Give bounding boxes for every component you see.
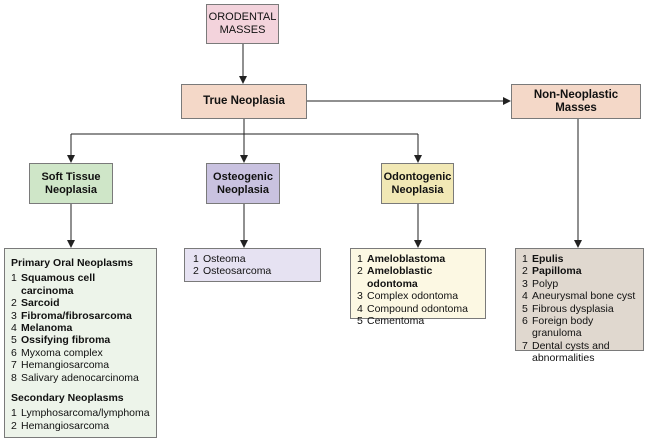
list-item-number: 5 bbox=[357, 315, 363, 328]
list-item-number: 7 bbox=[11, 359, 17, 372]
list-item-number: 2 bbox=[193, 265, 199, 278]
list-item-number: 4 bbox=[522, 290, 528, 303]
list-item-text: Epulis bbox=[532, 253, 564, 265]
node-true-neoplasia: True Neoplasia bbox=[181, 84, 307, 119]
node-orodental-masses: ORODENTAL MASSES bbox=[206, 4, 279, 44]
list-item: 4 Melanoma bbox=[11, 322, 150, 334]
list-item-text: Hemangiosarcoma bbox=[21, 359, 110, 372]
list-item-text: Polyp bbox=[532, 277, 559, 290]
list-item-number: 5 bbox=[11, 334, 17, 347]
list-item: 3 Polyp bbox=[522, 278, 637, 290]
list-item-number: 7 bbox=[522, 339, 528, 352]
list-item: 4 Compound odontoma bbox=[357, 303, 479, 315]
list-item-text: Squamous cell carcinoma bbox=[21, 272, 96, 297]
list-item-number: 1 bbox=[357, 253, 363, 265]
list-item: 1 Osteoma bbox=[193, 253, 312, 265]
node-osteogenic-neoplasia: Osteogenic Neoplasia bbox=[206, 163, 280, 204]
list-item-text: Osteoma bbox=[203, 253, 246, 265]
osteogenic-list: 1 Osteoma 2 Osteosarcoma bbox=[184, 248, 321, 282]
list-item-text: Cementoma bbox=[367, 315, 425, 328]
list-item-text: Osteosarcoma bbox=[203, 265, 272, 278]
list-item-number: 2 bbox=[357, 265, 363, 278]
node-true-neoplasia-label: True Neoplasia bbox=[203, 95, 285, 107]
list-item-text: Myxoma complex bbox=[21, 346, 103, 359]
list-item-text: Fibrous dysplasia bbox=[532, 302, 614, 315]
list-item: 3 Complex odontoma bbox=[357, 290, 479, 302]
list-item-text: Dental cysts and abnormalities bbox=[532, 339, 610, 365]
node-odontogenic-label: Odontogenic Neoplasia bbox=[383, 170, 452, 196]
list-item-number: 2 bbox=[522, 265, 528, 278]
primary-list: 1 Squamous cell carcinoma 2 Sarcoid 3 Fibroma… bbox=[11, 272, 150, 384]
list-item: 8 Salivary adenocarcinoma bbox=[11, 372, 150, 384]
list-item-number: 4 bbox=[357, 302, 363, 315]
list-item: 2 Sarcoid bbox=[11, 297, 150, 309]
secondary-list: 1 Lymphosarcoma/lymphoma 2 Hemangiosarcoma bbox=[11, 407, 150, 432]
list-item: 3 Fibroma/fibrosarcoma bbox=[11, 310, 150, 322]
list-item-text: Hemangiosarcoma bbox=[21, 419, 110, 432]
list-item-text: Foreign body granuloma bbox=[532, 315, 594, 340]
list-item-text: Compound odontoma bbox=[367, 302, 468, 315]
list-item-number: 1 bbox=[193, 253, 199, 265]
list-item: 4 Aneurysmal bone cyst bbox=[522, 290, 637, 302]
list-item: 6 Foreign body granuloma bbox=[522, 315, 637, 340]
list-item-text: Fibroma/fibrosarcoma bbox=[21, 309, 132, 322]
list-item: 1 Lymphosarcoma/lymphoma bbox=[11, 407, 150, 419]
soft-tissue-list: Primary Oral Neoplasms 1 Squamous cell ca… bbox=[4, 248, 157, 438]
node-non-neoplastic-label: Non-Neoplastic Masses bbox=[533, 88, 619, 114]
list-item: 1 Ameloblastoma bbox=[357, 253, 479, 265]
list-item-number: 6 bbox=[11, 346, 17, 359]
list-item-number: 3 bbox=[357, 290, 363, 303]
list-item: 1 Squamous cell carcinoma bbox=[11, 272, 150, 297]
list-item-number: 1 bbox=[11, 272, 17, 285]
list-item-text: Sarcoid bbox=[21, 297, 60, 310]
list-item-text: Ameloblastoma bbox=[367, 253, 446, 265]
list-item: 2 Hemangiosarcoma bbox=[11, 420, 150, 432]
list-item-text: Ossifying fibroma bbox=[21, 334, 111, 347]
list-item-text: Ameloblastic odontoma bbox=[367, 265, 433, 290]
list-item: 7 Hemangiosarcoma bbox=[11, 359, 150, 371]
node-soft-tissue-neoplasia: Soft Tissue Neoplasia bbox=[29, 163, 113, 204]
list-item-number: 4 bbox=[11, 322, 17, 335]
list-item-number: 3 bbox=[11, 309, 17, 322]
non-neoplastic-list: 1 Epulis 2 Papilloma 3 Polyp 4 Aneurysmal bone … bbox=[515, 248, 644, 364]
list-item-number: 3 bbox=[522, 277, 528, 290]
node-osteogenic-label: Osteogenic Neoplasia bbox=[213, 170, 273, 196]
list-item-number: 8 bbox=[11, 371, 17, 384]
list-item-text: Papilloma bbox=[532, 265, 582, 278]
node-soft-tissue-label: Soft Tissue Neoplasia bbox=[41, 170, 101, 196]
node-orodental-masses-label: ORODENTAL MASSES bbox=[208, 11, 277, 36]
list-item-text: Aneurysmal bone cyst bbox=[532, 290, 636, 303]
node-non-neoplastic-masses: Non-Neoplastic Masses bbox=[511, 84, 641, 119]
list-item-number: 1 bbox=[522, 253, 528, 265]
list-item-number: 2 bbox=[11, 297, 17, 310]
list-item: 5 Cementoma bbox=[357, 315, 479, 327]
list-item-number: 5 bbox=[522, 302, 528, 315]
list-item-text: Salivary adenocarcinoma bbox=[21, 371, 139, 384]
secondary-heading: Secondary Neoplasms bbox=[11, 392, 124, 405]
list-item-number: 6 bbox=[522, 315, 528, 328]
list-item: 2 Osteosarcoma bbox=[193, 265, 312, 277]
node-odontogenic-neoplasia: Odontogenic Neoplasia bbox=[381, 163, 454, 204]
list-item: 6 Myxoma complex bbox=[11, 347, 150, 359]
list-item: 1 Epulis bbox=[522, 253, 637, 265]
list-item: 7 Dental cysts and abnormalities bbox=[522, 340, 637, 365]
list-item: 2 Ameloblastic odontoma bbox=[357, 265, 479, 290]
list-item: 5 Fibrous dysplasia bbox=[522, 303, 637, 315]
list-item-number: 2 bbox=[11, 419, 17, 432]
list-item-text: Lymphosarcoma/lymphoma bbox=[21, 407, 150, 420]
list-item-text: Complex odontoma bbox=[367, 290, 459, 303]
list-item: 5 Ossifying fibroma bbox=[11, 334, 150, 346]
list-item-text: Melanoma bbox=[21, 322, 73, 335]
list-item-number: 1 bbox=[11, 407, 17, 420]
primary-heading: Primary Oral Neoplasms bbox=[11, 257, 133, 269]
list-item: 2 Papilloma bbox=[522, 265, 637, 277]
